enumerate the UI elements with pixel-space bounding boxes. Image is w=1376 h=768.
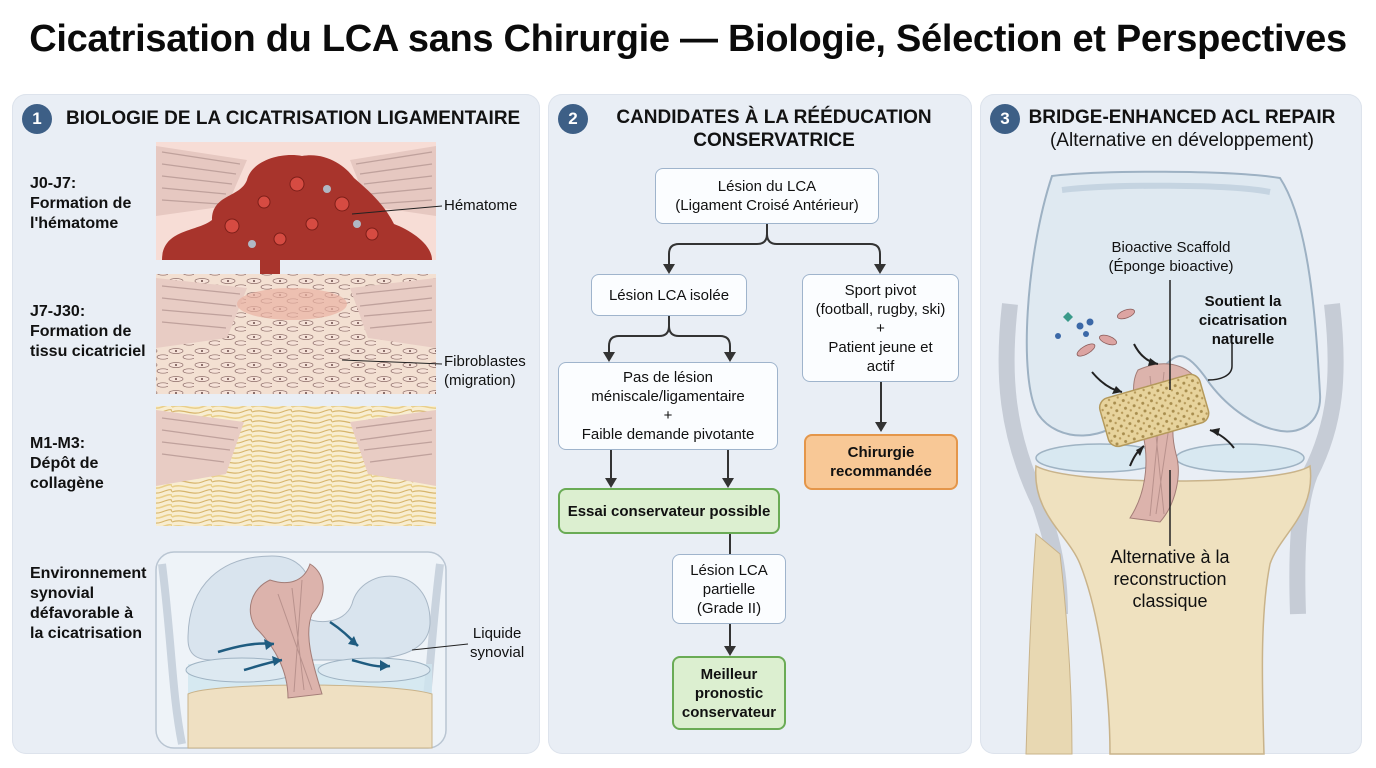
scar-tissue-illustration	[156, 274, 443, 394]
panel-ligament-healing-biology: 1 BIOLOGIE DE LA CICATRISATION LIGAMENTA…	[12, 94, 540, 754]
healing-stages-illustration	[155, 142, 469, 749]
decision-flow-connectors	[603, 224, 887, 656]
panel-number-badge: 1	[22, 104, 52, 134]
acl-injury-node: Lésion du LCA(Ligament Croisé Antérieur)	[655, 168, 879, 224]
bioactive-scaffold-label: Bioactive Scaffold(Éponge bioactive)	[1108, 239, 1234, 275]
panel-number-badge: 3	[990, 104, 1020, 134]
synovial-joint-illustration	[155, 551, 469, 749]
hematoma-label: Hématome	[444, 197, 518, 214]
isolated-acl-lesion-node: Lésion LCA isolée	[591, 274, 747, 316]
panel-number-badge: 2	[558, 104, 588, 134]
panel-bridge-enhanced-repair: 3 BRIDGE-ENHANCED ACL REPAIR (Alternativ…	[980, 94, 1362, 755]
fibroblasts-label: Fibroblastes(migration)	[444, 353, 526, 389]
knee-scaffold-illustration	[998, 170, 1344, 755]
panel-heading: BIOLOGIE DE LA CICATRISATION LIGAMENTAIR…	[66, 108, 521, 129]
collagen-illustration	[156, 406, 436, 526]
conservative-trial-node: Essai conservateur possible	[558, 488, 780, 534]
hematoma-illustration	[156, 142, 443, 312]
pivot-sport-node: Sport pivot(football, rugby, ski)+Patien…	[802, 274, 959, 382]
panel-heading: BRIDGE-ENHANCED ACL REPAIR (Alternative …	[1028, 107, 1336, 151]
page-title: Cicatrisation du LCA sans Chirurgie — Bi…	[29, 18, 1347, 60]
